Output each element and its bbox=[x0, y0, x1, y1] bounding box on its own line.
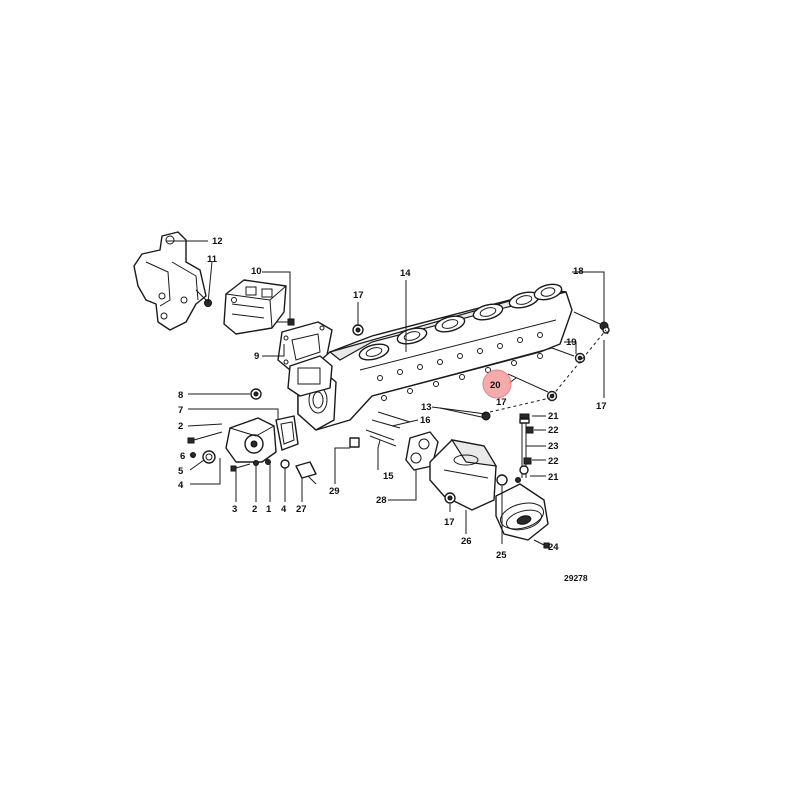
reference-number: 29278 bbox=[564, 573, 588, 583]
callout-24: 24 bbox=[548, 542, 559, 553]
callout-27: 27 bbox=[296, 504, 307, 515]
callout-21-upper: 21 bbox=[548, 411, 559, 422]
plug-part-8 bbox=[250, 388, 262, 400]
elbow-part-26 bbox=[429, 439, 498, 511]
bellows-part-25 bbox=[495, 483, 549, 541]
callout-6: 6 bbox=[180, 451, 185, 462]
callout-21-lower: 21 bbox=[548, 472, 559, 483]
nut-part-2-lower bbox=[253, 460, 259, 466]
manifold-part-14 bbox=[287, 283, 573, 431]
manifold-ports bbox=[358, 283, 563, 361]
leader-lines bbox=[166, 240, 605, 547]
callout-3: 3 bbox=[232, 504, 237, 515]
stud-part-19 bbox=[551, 347, 586, 364]
callout-16: 16 bbox=[420, 415, 431, 426]
callout-22-upper: 22 bbox=[548, 425, 559, 436]
callout-2-left: 2 bbox=[178, 421, 183, 432]
stud-part-18 bbox=[573, 311, 609, 331]
callout-28: 28 bbox=[376, 495, 387, 506]
highlight-circle-20 bbox=[482, 369, 512, 399]
nut-part-1-lower bbox=[265, 459, 271, 465]
stud-part-10 bbox=[276, 318, 295, 326]
clip-part-21-lower bbox=[515, 465, 529, 483]
callout-26: 26 bbox=[461, 536, 472, 547]
callout-17-mid: 17 bbox=[496, 397, 507, 408]
gasket-part-7 bbox=[275, 415, 299, 451]
callout-22-lower: 22 bbox=[548, 456, 559, 467]
housing-part-1 bbox=[225, 417, 277, 463]
manifold-bolt-holes bbox=[377, 332, 543, 401]
stud-part-15 bbox=[365, 429, 397, 447]
callout-17-bottom: 17 bbox=[444, 517, 455, 528]
callout-23: 23 bbox=[548, 441, 559, 452]
callout-7: 7 bbox=[178, 405, 183, 416]
callout-8: 8 bbox=[178, 390, 183, 401]
callout-12: 12 bbox=[212, 236, 223, 247]
callout-20: 20 bbox=[490, 380, 501, 391]
callout-18: 18 bbox=[573, 266, 584, 277]
callout-25: 25 bbox=[496, 550, 507, 561]
callout-5: 5 bbox=[178, 466, 184, 477]
callout-19: 19 bbox=[566, 337, 577, 348]
cap-part-5 bbox=[202, 450, 216, 464]
nut-part-17-upper bbox=[352, 324, 364, 336]
bracket-part-12 bbox=[133, 231, 207, 331]
callout-29: 29 bbox=[329, 486, 340, 497]
bolt-part-3 bbox=[230, 463, 251, 472]
callout-4-bottom: 4 bbox=[281, 504, 287, 515]
callout-17-top: 17 bbox=[353, 290, 364, 301]
callout-labels: 12 11 10 9 14 17 18 19 17 20 8 7 13 16 1… bbox=[178, 236, 607, 561]
callout-14: 14 bbox=[400, 268, 411, 279]
screw-part-24 bbox=[533, 539, 550, 549]
callout-1: 1 bbox=[266, 504, 272, 515]
callout-15: 15 bbox=[383, 471, 394, 482]
nut-part-17-lower bbox=[444, 492, 456, 504]
stud-part-16 bbox=[371, 411, 411, 429]
clip-part-21-upper bbox=[519, 413, 530, 424]
callout-2-bottom: 2 bbox=[252, 504, 257, 515]
callout-9: 9 bbox=[254, 351, 259, 362]
callout-11: 11 bbox=[207, 254, 218, 265]
washer-part-4 bbox=[280, 459, 290, 469]
block-part-10 bbox=[223, 279, 287, 335]
nut-part-22-upper bbox=[525, 426, 534, 434]
clamp-part-17-ring bbox=[496, 474, 508, 486]
callout-17-right: 17 bbox=[596, 401, 607, 412]
bolt-part-2-upper bbox=[187, 431, 223, 444]
nut-part-22-lower bbox=[523, 457, 532, 465]
nut-part-29 bbox=[349, 437, 360, 448]
callout-10: 10 bbox=[251, 266, 262, 277]
callout-13: 13 bbox=[421, 402, 432, 413]
sensor-part-27 bbox=[295, 461, 317, 485]
callout-4-left: 4 bbox=[178, 480, 184, 491]
